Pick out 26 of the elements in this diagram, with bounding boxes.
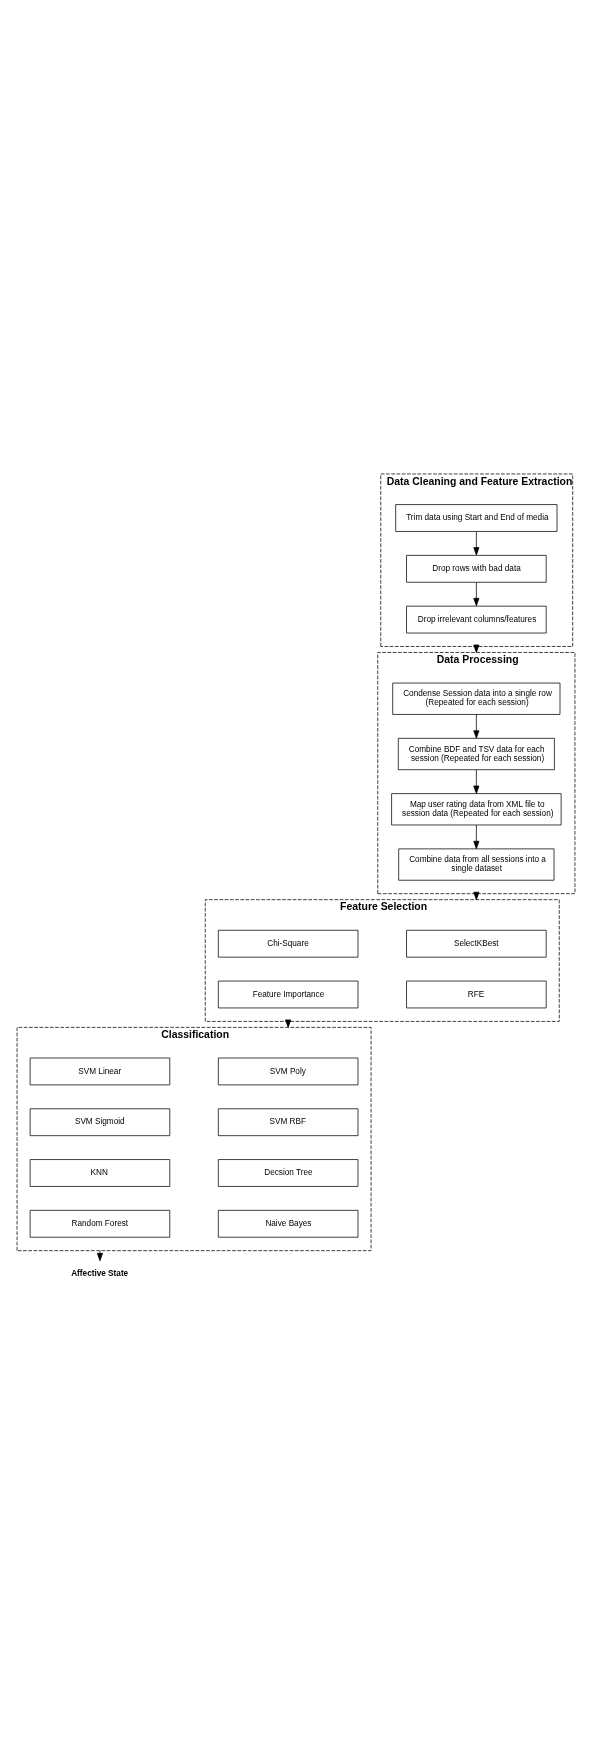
node-box: Drop irrelevant columns/features <box>406 605 547 634</box>
node-box: Map user rating data from XML file to session data (Repeated for each session) <box>391 793 562 826</box>
arrow <box>473 714 480 739</box>
node-box: Condense Session data into a single row (Repeated for each session) <box>392 682 561 715</box>
node-box: KNN <box>29 1159 171 1187</box>
arrow <box>473 531 480 556</box>
node-box: SVM Sigmoid <box>29 1108 171 1137</box>
node-box: Drop rows with bad data <box>406 555 547 583</box>
node-box: Random Forest <box>29 1209 171 1238</box>
node-box: Naive Bayes <box>217 1209 359 1238</box>
node-box: SVM Linear <box>29 1057 171 1086</box>
node-box: RFE <box>406 980 547 1009</box>
node-box: Combine BDF and TSV data for each session (Repeated for each session) <box>397 737 555 771</box>
node-box: Decsion Tree <box>217 1159 359 1187</box>
arrow <box>473 824 480 850</box>
node-box: Trim data using Start and End of media <box>395 504 558 532</box>
arrow <box>473 582 480 607</box>
node-box: SVM RBF <box>217 1108 359 1137</box>
node-box: Combine data from all sessions into a single dataset <box>398 848 555 881</box>
node-box: SVM Poly <box>217 1057 359 1086</box>
node-box: SelectKBest <box>406 929 547 958</box>
arrow <box>473 769 480 794</box>
node-box: Feature Importance <box>217 980 359 1009</box>
node-text: Affective State <box>71 1268 129 1278</box>
node-box: Chi-Square <box>217 929 359 958</box>
arrow <box>96 1250 103 1262</box>
